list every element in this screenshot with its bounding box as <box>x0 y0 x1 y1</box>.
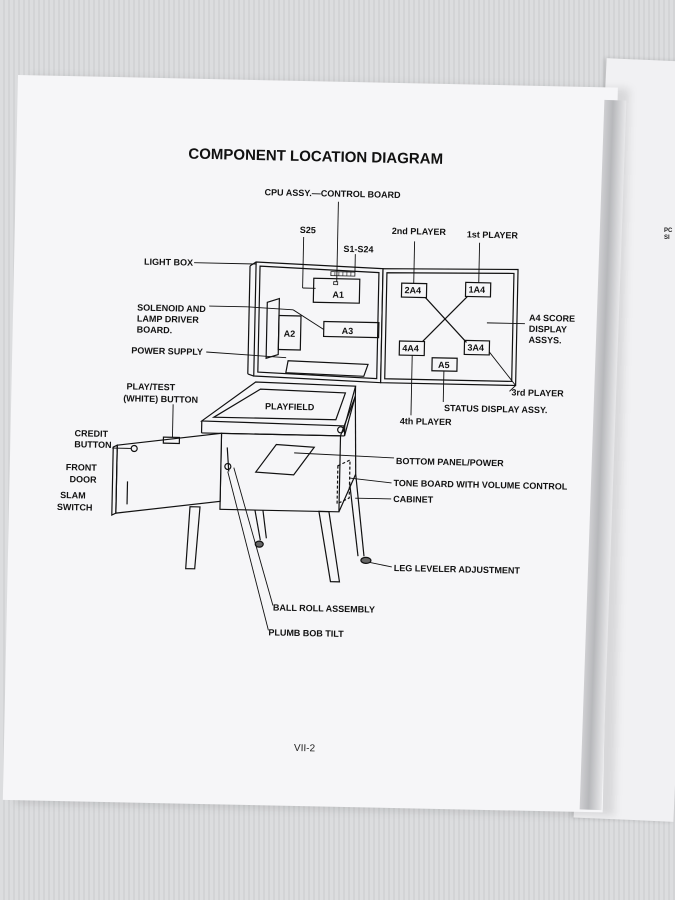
label-cabinet: CABINET <box>393 494 434 505</box>
status-display-a5 <box>431 357 458 372</box>
label-plumb-bob: PLUMB BOB TILT <box>268 627 344 639</box>
a2-box <box>277 314 302 351</box>
label-4th-player: 4th PLAYER <box>400 416 452 427</box>
label-a4-score-line1: A4 SCORE <box>529 313 575 324</box>
manual-page: COMPONENT LOCATION DIAGRAM A1 <box>2 75 618 813</box>
svg-text:2A4: 2A4 <box>404 285 421 295</box>
backbox <box>247 261 519 387</box>
label-solenoid-line3: BOARD. <box>137 325 173 336</box>
label-1st-player: 1st PLAYER <box>467 229 519 240</box>
label-s1-s24: S1-S24 <box>343 244 373 255</box>
label-a4-score-line2: DISPLAY <box>529 324 567 335</box>
label-3rd-player: 3rd PLAYER <box>511 387 564 398</box>
cabinet <box>185 381 372 583</box>
page-title: COMPONENT LOCATION DIAGRAM <box>188 146 443 168</box>
adjacent-page-text: PC SI <box>664 228 673 241</box>
label-solenoid-line2: LAMP DRIVER <box>137 314 200 325</box>
label-credit-line2: BUTTON <box>74 439 112 450</box>
svg-text:1A4: 1A4 <box>469 284 486 294</box>
label-front-door-line1: FRONT <box>66 462 98 473</box>
label-light-box: LIGHT BOX <box>144 257 193 268</box>
label-solenoid-line1: SOLENOID AND <box>137 303 206 314</box>
label-front-door-line2: DOOR <box>69 474 97 485</box>
label-ball-roll: BALL ROLL ASSEMBLY <box>273 602 375 614</box>
s25-switch <box>333 281 339 286</box>
display-1a4 <box>464 281 492 298</box>
label-slam-line1: SLAM <box>60 490 86 501</box>
a1-label: A1 <box>332 290 344 300</box>
a2-label: A2 <box>284 329 296 339</box>
label-play-test-line1: PLAY/TEST <box>126 381 175 392</box>
play-test-button-symbol <box>162 436 181 445</box>
label-credit-line1: CREDIT <box>74 428 108 439</box>
label-s25: S25 <box>300 225 316 235</box>
label-play-test-line2: (WHITE) BUTTON <box>123 393 198 405</box>
component-diagram: COMPONENT LOCATION DIAGRAM A1 <box>57 146 575 755</box>
label-cpu-assy: CPU ASSY.—CONTROL BOARD <box>264 187 401 200</box>
label-bottom-panel: BOTTOM PANEL/POWER <box>396 456 504 468</box>
label-2nd-player: 2nd PLAYER <box>392 226 447 237</box>
label-power-supply: POWER SUPPLY <box>131 345 203 356</box>
label-tone-board: TONE BOARD WITH VOLUME CONTROL <box>393 478 567 492</box>
svg-text:A5: A5 <box>438 360 450 370</box>
label-a4-score-line3: ASSYS. <box>528 335 561 346</box>
a3-label: A3 <box>342 326 354 336</box>
page-number: VII-2 <box>294 743 316 754</box>
label-playfield: PLAYFIELD <box>265 401 315 412</box>
svg-text:3A4: 3A4 <box>467 342 484 352</box>
front-door <box>111 432 223 517</box>
svg-text:4A4: 4A4 <box>402 343 419 353</box>
label-slam-line2: SWITCH <box>57 502 93 513</box>
display-2a4 <box>400 282 428 299</box>
label-leg-leveler: LEG LEVELER ADJUSTMENT <box>394 563 521 576</box>
display-3a4 <box>463 339 491 356</box>
display-4a4 <box>398 340 426 357</box>
label-status-display: STATUS DISPLAY ASSY. <box>444 403 548 415</box>
